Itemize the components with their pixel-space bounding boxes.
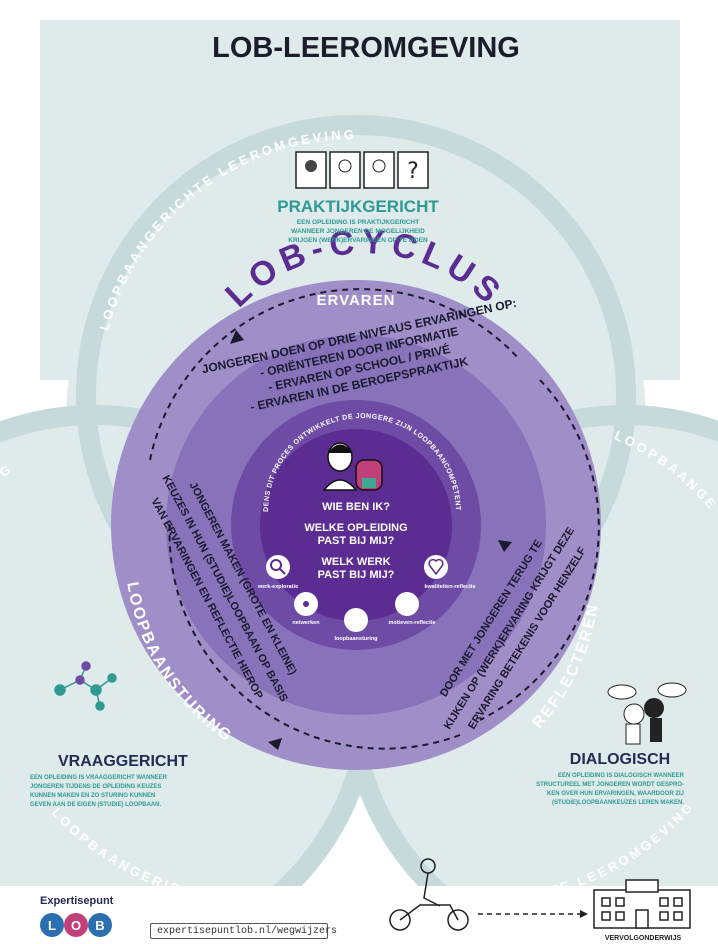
question-1: WIE BEN IK? [322,501,390,513]
student-illustration [322,442,383,491]
praktijk-line-1: EEN OPLEIDING IS PRAKTIJKGERICHT [297,219,419,226]
logo-letter-b: B [95,918,104,933]
logo-letter-o: O [71,918,81,933]
vraag-line-3: KUNNEN MAKEN EN ZO STURING KUNNEN [30,793,155,799]
school-building-icon [593,879,691,929]
comp-label-2: netwerken [292,620,320,626]
arrow-head-1 [230,330,244,344]
cycle-arrows [149,288,600,750]
question-3a: WELK WERK [321,556,390,568]
praktijk-title: PRAKTIJKGERICHT [277,197,439,216]
vraag-line-4: GEVEN AAN DE EIGEN (STUDIE) LOOPBAAN. [30,802,161,808]
molecule-icon [54,661,117,711]
dialoog-line-2: STRUCTUREEL MET JONGEREN WORDT GESPRO- [536,782,684,788]
competence-labels: werk-exploratie netwerken loopbaansturin… [257,584,476,642]
comp-label-5: kwaliteiten-reflectie [424,584,475,590]
praktijk-desc: EEN OPLEIDING IS PRAKTIJKGERICHT WANNEER… [288,219,428,244]
dialoog-desc: EEN OPLEIDING IS DIALOGISCH WANNEER STRU… [536,773,685,806]
praktijk-line-2: WANNEER JONGEREN DE MOGELIJKHEID [291,228,425,235]
comp-label-4: motieven-reflectie [388,620,435,626]
comp-label-1: werk-exploratie [257,584,298,590]
destination-arrow-head [580,910,588,918]
dialogue-illustration [607,682,687,745]
lob-logo: L O B [40,913,112,937]
vraag-title: VRAAGGERICHT [58,753,188,770]
vraag-line-2: JONGEREN TIJDENS DE OPLEIDING KEUZES [30,784,161,790]
svg-text:?: ? [407,159,419,184]
question-2b: PAST BIJ MIJ? [318,535,395,547]
destination-label: VERVOLGONDERWIJS [605,935,682,942]
arrow-head-2 [498,540,512,552]
praktijk-pictograms: ? [295,151,429,189]
dialoog-line-3: KEN OVER HUN ERVARINGEN, WAARDOOR ZIJ [547,791,684,797]
competence-icons [266,555,448,632]
arrow-head-3 [268,738,282,750]
scooter-illustration [389,858,469,931]
dialoog-title: DIALOGISCH [570,751,670,768]
question-3b: PAST BIJ MIJ? [318,569,395,581]
question-2a: WELKE OPLEIDING [304,522,407,534]
magnifier-icon [266,555,290,579]
ervaren-label: ERVAREN [317,292,396,309]
motives-icon [395,592,419,616]
lob-cycle-circles [111,280,601,770]
logo-letter-l: L [48,918,56,933]
core-questions: WIE BEN IK? WELKE OPLEIDING PAST BIJ MIJ… [304,501,407,581]
brand-name: Expertisepunt [40,895,114,907]
steering-icon [344,608,368,632]
comp-label-3: loopbaansturing [334,636,377,642]
praktijk-line-3: KRIJGEN (WERK)ERVARINGEN OP TE DOEN [288,237,428,244]
vraag-line-1: EEN OPLEIDING IS VRAAGGERICHT WANNEER [30,775,168,781]
heart-icon [424,555,448,579]
dialoog-line-1: EEN OPLEIDING IS DIALOGISCH WANNEER [558,773,685,779]
poster-title: LOB-LEEROMGEVING [212,32,520,64]
website-url[interactable]: expertisepuntlob.nl/wegwijzers [150,923,337,939]
dialoog-line-4: (STUDIE)LOOPBAANKEUZES LEREN MAKEN. [552,800,684,806]
vraag-desc: EEN OPLEIDING IS VRAAGGERICHT WANNEER JO… [30,775,168,808]
